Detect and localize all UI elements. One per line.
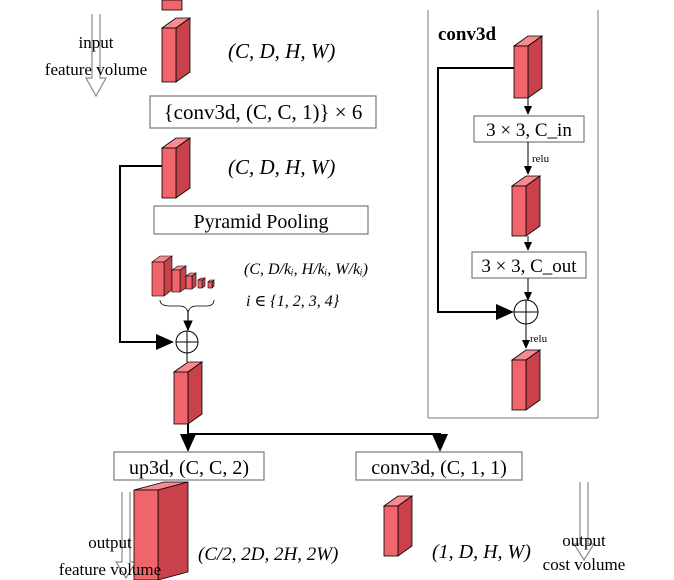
input-shape-label: (C, D, H, W) [228,39,335,63]
sum-node [175,330,199,354]
inset-sum-node [513,299,539,325]
skip-connection-line [119,165,174,350]
inset-title: conv3d [438,24,497,45]
output-cost-label-line1: output [562,531,606,550]
output-feature-label-line1: output [88,533,132,552]
merged-feature-block [172,361,204,425]
inset-layer2-box [471,251,587,279]
to-conv3d-arrow [188,433,448,452]
output-feature-shape: (C/2, 2D, 2H, 2W) [198,544,338,565]
output-cost-shape: (1, D, H, W) [432,541,531,563]
output-cost-hollow-arrow [572,482,596,562]
conv-stack-label: {conv3d, (C, C, 1)} × 6 [164,100,363,124]
pyramid-pooled-blocks [151,255,215,297]
input-feature-block [160,17,192,83]
pyramid-shape-label: (C, D/kᵢ, H/kᵢ, W/kᵢ) [244,261,368,278]
inset-input-block [512,35,544,99]
output-feature-hollow-arrow [114,492,138,580]
up3d-label: up3d, (C, C, 2) [129,457,249,479]
mid-feature-block [160,137,192,199]
inset-layer2-label: 3 × 3, C_out [481,256,577,277]
conv3d-branch-label: conv3d, (C, 1, 1) [371,457,507,479]
pyramid-pooling-label: Pyramid Pooling [193,211,328,233]
conv3d-inset [427,10,599,419]
output-feature-block [133,481,189,580]
inset-layer1-label: 3 × 3, C_in [486,120,572,141]
inset-relu1: relu [532,153,550,165]
inset-middle-block [510,175,542,237]
input-label-line1: input [79,33,114,52]
inset-output-block [510,349,542,411]
inset-layer1-box [473,115,585,143]
mid-shape-label: (C, D, H, W) [228,155,335,179]
output-feature-label-line2: feature volume [59,560,161,579]
input-label-line2: feature volume [45,60,147,79]
top-partial-block [161,0,183,11]
conv-stack-box [149,95,377,129]
output-cost-label-line2: cost volume [543,555,626,574]
inset-skip-line [437,67,514,320]
conv3d-branch-box [355,451,523,481]
input-hollow-arrow [84,14,108,98]
inset-relu2: relu [530,333,548,345]
up3d-box [113,451,265,481]
pyramid-pooling-box [153,205,369,235]
pyramid-index-label: i ∈ {1, 2, 3, 4} [246,293,340,310]
pyramid-brace [159,299,215,314]
output-cost-block [382,495,414,557]
